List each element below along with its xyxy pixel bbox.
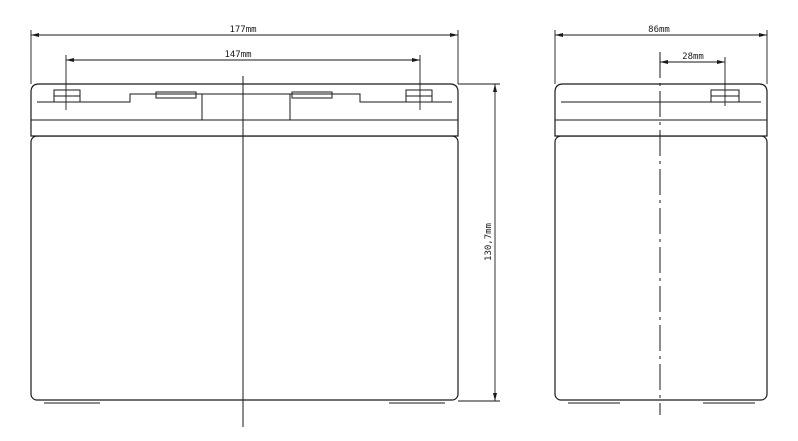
dim-side-width-label: 86mm — [648, 25, 670, 35]
dim-height-arrow-top — [493, 84, 497, 92]
side-body-outline — [554, 135, 768, 401]
dim-terminal-spacing-arrow-left — [66, 58, 74, 62]
front-handle-slot-right — [291, 91, 333, 99]
front-body-outline — [30, 135, 459, 401]
dim-front-width-arrow-left — [31, 33, 39, 37]
dim-height: 130,7mm — [458, 83, 500, 402]
dim-terminal-offset-arrow-right — [717, 60, 725, 64]
side-lid-outline — [554, 83, 768, 137]
front-handle-slot-left — [155, 91, 197, 99]
side-view — [554, 52, 768, 415]
front-view — [30, 76, 459, 427]
dim-side-width-arrow-right — [759, 33, 767, 37]
dim-height-label: 130,7mm — [484, 223, 494, 261]
dim-terminal-offset: 28mm — [660, 52, 726, 106]
dim-front-width: 177mm — [30, 25, 459, 84]
front-lid-outline — [30, 83, 459, 137]
dim-side-width: 86mm — [554, 25, 768, 84]
dim-terminal-spacing-arrow-right — [412, 58, 420, 62]
front-lid-step — [37, 93, 452, 103]
dim-terminal-offset-label: 28mm — [682, 52, 704, 62]
dim-terminal-offset-arrow-left — [660, 60, 668, 64]
dim-height-arrow-bottom — [493, 393, 497, 401]
front-handle-recess — [201, 94, 291, 121]
dim-side-width-arrow-left — [555, 33, 563, 37]
dim-terminal-spacing-label: 147mm — [224, 50, 251, 60]
dim-front-width-label: 177mm — [229, 25, 256, 35]
dim-front-width-arrow-right — [450, 33, 458, 37]
dim-terminal-spacing: 147mm — [65, 50, 421, 110]
